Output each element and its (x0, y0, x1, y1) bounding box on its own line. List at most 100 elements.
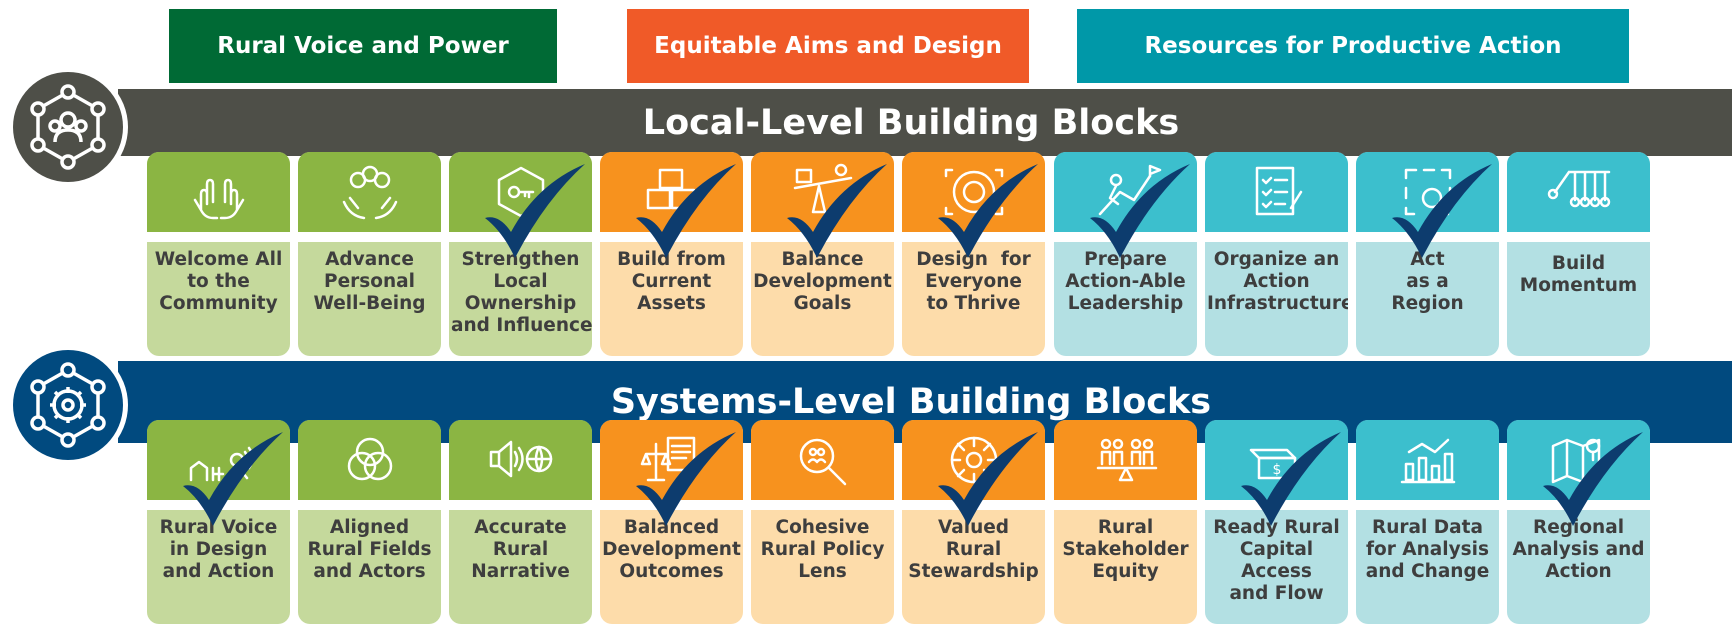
label-line: Current (631, 271, 712, 292)
block-divider (147, 232, 290, 242)
checkmark-icon (787, 164, 887, 258)
label-line: Momentum (1519, 275, 1638, 296)
svg-text:$: $ (1272, 462, 1281, 478)
header-label: Equitable Aims and Design (654, 33, 1002, 59)
block-divider (1205, 232, 1348, 242)
label-line: Goals (793, 293, 852, 314)
scale-document-icon (640, 436, 695, 482)
label-line: Well-Being (313, 293, 426, 314)
label-line: Cohesive (775, 517, 870, 538)
label-line: for Analysis (1365, 539, 1490, 560)
label-line: Rural (945, 539, 1002, 560)
label-line: Rural Voice (159, 517, 278, 538)
header-rural-voice-and-power: Rural Voice and Power (169, 9, 557, 83)
checkmark-icon (485, 164, 585, 258)
checkmark-icon (183, 432, 283, 526)
label-line: and Actors (313, 561, 426, 582)
target-people-icon (944, 168, 1003, 216)
label-line: Balance (781, 249, 864, 270)
label-line: Community (159, 293, 278, 314)
community-network-icon (30, 84, 106, 170)
block-icon-area (449, 420, 592, 500)
label-line: Local (493, 271, 548, 292)
label-line: to the (187, 271, 250, 292)
label-line: Capital (1239, 539, 1314, 560)
block-icon-area (298, 420, 441, 500)
local-level-band: Local-Level Building Blocks (118, 89, 1732, 156)
speaker-globe-icon (489, 440, 552, 478)
bar-line-chart-icon (1400, 438, 1455, 484)
label-line: Rural (492, 539, 549, 560)
local-level-emblem (8, 67, 128, 187)
label-line: Ownership (464, 293, 577, 314)
block-icon-area (298, 152, 441, 232)
header-label: Resources for Productive Action (1144, 33, 1562, 59)
balanced-people-icon (1096, 438, 1157, 482)
label-line: Rural (1097, 517, 1154, 538)
header-label: Rural Voice and Power (217, 33, 509, 59)
local-level-emblem-bg (13, 72, 123, 182)
block-divider (298, 232, 441, 242)
label-line: Narrative (471, 561, 570, 582)
label-line: Infrastructure (1207, 293, 1348, 314)
climber-flag-icon (1098, 164, 1161, 216)
seesaw-icon (793, 163, 852, 214)
label-line: Regional (1532, 517, 1625, 538)
label-line: Stewardship (908, 561, 1039, 582)
label-line: Action (1545, 561, 1612, 582)
label-line: Action (1243, 271, 1310, 292)
checklist-icon (1255, 166, 1302, 216)
label-line: Build from (617, 249, 726, 270)
label-line: Accurate (474, 517, 567, 538)
systems-level-emblem-bg (13, 350, 123, 460)
gear-network-icon (30, 362, 106, 448)
checkmark-icon (1392, 164, 1492, 258)
block-divider (1507, 232, 1650, 242)
label-line: Everyone (925, 271, 1022, 292)
block-icon-area (1054, 420, 1197, 500)
label-line: Prepare (1084, 249, 1167, 270)
label-line: Rural Data (1372, 517, 1483, 538)
label-line: Assets (637, 293, 706, 314)
systems-level-title: Systems-Level Building Blocks (610, 382, 1212, 422)
checkmark-icon (938, 432, 1038, 526)
label-line: Analysis and (1512, 539, 1645, 560)
label-line: Rural Policy (760, 539, 885, 560)
label-line: Equity (1092, 561, 1159, 582)
label-line: Aligned (329, 517, 410, 538)
block-icon-area (1205, 152, 1348, 232)
checkmark-icon (1241, 432, 1341, 526)
label-line: Action-Able (1065, 271, 1186, 292)
checkmark-icon (636, 164, 736, 258)
label-line: in Design (169, 539, 268, 560)
label-line: Region (1391, 293, 1464, 314)
block-icon-area (751, 420, 894, 500)
label-line: Valued (937, 517, 1010, 538)
label-line: Development (753, 271, 892, 292)
block-divider (1356, 500, 1499, 510)
label-line: Stakeholder (1062, 539, 1189, 560)
label-line: as a (1406, 271, 1449, 292)
block-divider (449, 500, 592, 510)
